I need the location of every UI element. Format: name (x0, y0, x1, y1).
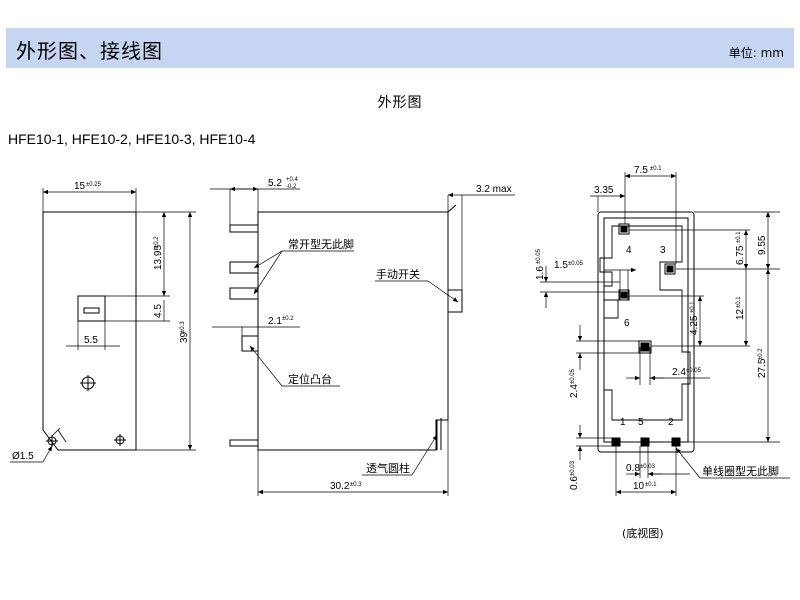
front-height-tol: ±0.3 (180, 321, 186, 333)
page-title: 外形图、接线图 (16, 39, 163, 63)
dim-3-35-label: 3.35 (594, 185, 614, 196)
pin-label-2: 2 (668, 417, 674, 428)
dim-27-5-tol: ±0.2 (758, 348, 764, 360)
dim-12-label: 12 (735, 308, 746, 320)
pin-spacing-label: 2.1 (268, 316, 282, 327)
pin-label-5: 5 (638, 417, 644, 428)
vent-post-note: 透气圆柱 (366, 461, 410, 475)
section-title: 外形图 (377, 95, 423, 111)
bottom-top-width-tol: ±0.1 (650, 166, 662, 172)
locating-boss-note: 定位凸台 (288, 372, 332, 386)
length-label: 30.2 (330, 481, 350, 492)
dim-1-5-label: 1.5 (554, 260, 568, 271)
dim-1-6-label: 1.6 (535, 266, 546, 280)
pin-label-3: 3 (660, 245, 666, 256)
pin-offset-tol-plus: +0.4 (286, 177, 299, 183)
pin-label-6: 6 (624, 318, 630, 329)
dim-1-6-tol: ±0.05 (536, 248, 542, 264)
dim-10-label: 10 (633, 481, 645, 492)
dim-0-6-label: 0.6 (569, 476, 580, 490)
dim-9-55-label: 9.55 (757, 235, 768, 255)
front-window-height-label: 4.5 (153, 304, 164, 318)
dim-12-tol: ±0.1 (736, 296, 742, 308)
header-bar: 外形图、接线图 单位: mm (6, 28, 794, 68)
front-top-offset-tol: ±0.2 (154, 236, 160, 248)
button-max-label: 3.2 max (476, 184, 512, 195)
dim-6-75-tol: ±0.1 (736, 231, 742, 243)
front-width-tol: ±0.25 (86, 182, 102, 188)
manual-switch-note: 手动开关 (376, 267, 420, 281)
dim-1-5-tol: ±0.05 (568, 261, 584, 267)
dim-10-tol: ±0.1 (645, 482, 657, 488)
side-view (210, 186, 515, 496)
pin-label-4: 4 (626, 245, 632, 256)
dim-0-6-tol: ±0.03 (570, 460, 576, 476)
dim-0-8-label: 0.8 (626, 463, 640, 474)
pin-offset-label: 5.2 (268, 178, 282, 189)
dim-2-4-horizontal-label: 2.4 (672, 367, 686, 378)
front-height-label: 39 (179, 331, 190, 343)
dim-2-4-vertical-tol: ±0.05 (570, 368, 576, 384)
dim-27-5-label: 27.5 (757, 358, 768, 378)
pin-label-1: 1 (620, 417, 626, 428)
pin-offset-tol-minus: -0.2 (286, 184, 297, 190)
bottom-top-width-label: 7.5 (634, 165, 648, 176)
no-pin-note: 常开型无此脚 (288, 237, 354, 251)
model-list: HFE10-1, HFE10-2, HFE10-3, HFE10-4 (8, 131, 256, 147)
dim-2-4-vertical-label: 2.4 (569, 384, 580, 398)
dim-4-25-label: 4.25 (689, 315, 700, 335)
dim-0-8-tol: ±0.03 (640, 464, 656, 470)
bottom-view-caption: (底视图) (622, 526, 664, 540)
unit-label: 单位: mm (728, 46, 784, 60)
front-top-offset-label: 13.95 (153, 245, 164, 270)
dim-6-75-label: 6.75 (735, 245, 746, 265)
front-window-width-label: 5.5 (84, 335, 98, 346)
length-tol: ±0.3 (350, 482, 362, 488)
single-coil-note: 单线圈型无此脚 (702, 464, 779, 478)
front-view (10, 188, 196, 463)
dim-4-25-tol: ±0.1 (690, 301, 696, 313)
front-width-label: 15 (74, 181, 86, 192)
dim-2-4-horizontal-tol: ±0.05 (686, 368, 702, 374)
bottom-view (540, 172, 790, 496)
pin-spacing-tol: ±0.2 (282, 316, 294, 322)
hole-diameter-label: Ø1.5 (12, 451, 34, 462)
